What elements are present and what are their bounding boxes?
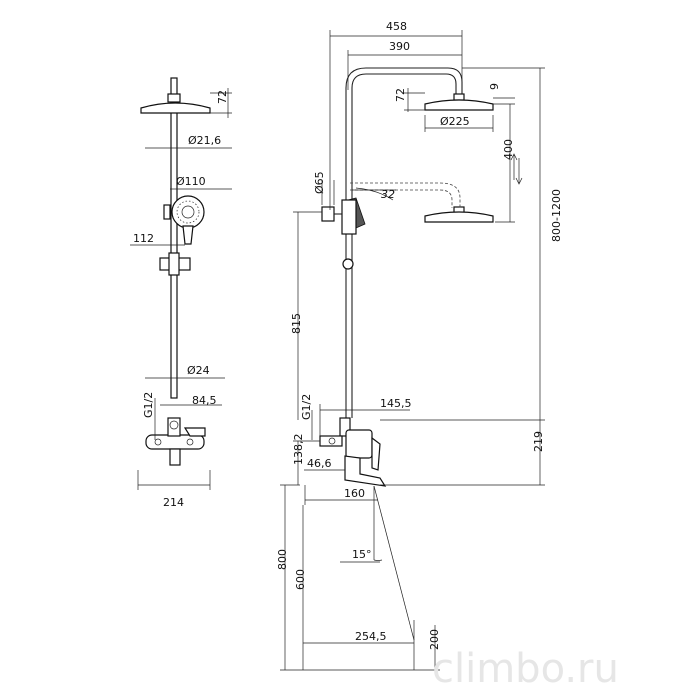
riser-pipe [170,77,178,399]
dim-arm-reach: 390 [389,40,410,53]
dim-mount-height-max: 800 [276,549,289,570]
dim-inlet-height: 138,2 [292,434,305,466]
dim-holder-height: 815 [290,313,303,334]
dim-jet-drop: 200 [428,629,441,650]
dim-mixer-depth: 145,5 [380,397,412,410]
rain-head [140,102,211,114]
dim-head-diameter: Ø225 [440,115,470,128]
handset-handle [182,225,194,245]
dim-slide-range: 400 [502,139,515,160]
dim-jet-reach: 254,5 [355,630,387,643]
rain-head-low [424,211,494,223]
dim-total-height: 800-1200 [550,189,563,242]
watermark-text: climbo.ru [432,646,619,692]
dim-inlet-offset: 46,6 [307,457,332,470]
dim-head-height: 72 [216,90,229,104]
dim-mixer-width: 214 [163,496,184,509]
spout-side [344,455,387,487]
lever-side [371,436,381,471]
dim-holder-diameter: Ø65 [313,171,326,194]
dim-thread-right: G1/2 [300,394,313,420]
mixer-spout [169,448,181,466]
head-connector [167,93,181,103]
hose-connector [163,204,171,220]
dim-spout-reach: 160 [344,487,365,500]
rain-head-top [424,99,494,111]
riser-arm [345,67,463,418]
dim-mount-height-min: 600 [294,569,307,590]
dim-head-height-side: 72 [394,88,407,102]
mixer-lever [183,427,206,437]
jet-line [373,485,415,641]
arm-low-position [350,182,461,208]
mixer-side [345,429,373,459]
dim-mixer-offset: 84,5 [192,394,217,407]
dim-spout-angle: 15° [352,548,372,561]
dim-handset-angle: 32 [381,188,395,201]
dim-mixer-height: 219 [532,431,545,452]
dim-pipe-diameter: Ø21,6 [188,134,221,147]
holder-side [321,206,335,222]
dim-head-thickness: 9 [488,83,501,90]
dim-handset-diameter: Ø110 [176,175,206,188]
dim-riser-diameter: Ø24 [187,364,210,377]
front-view: 72 Ø21,6 Ø110 112 Ø24 G1/2 84,5 214 [130,77,232,509]
dim-thread-left: G1/2 [142,392,155,418]
side-view: 458 390 72 9 Ø225 400 32 Ø65 [276,20,563,671]
dim-total-reach: 458 [386,20,407,33]
dim-holder-offset: 112 [133,232,154,245]
